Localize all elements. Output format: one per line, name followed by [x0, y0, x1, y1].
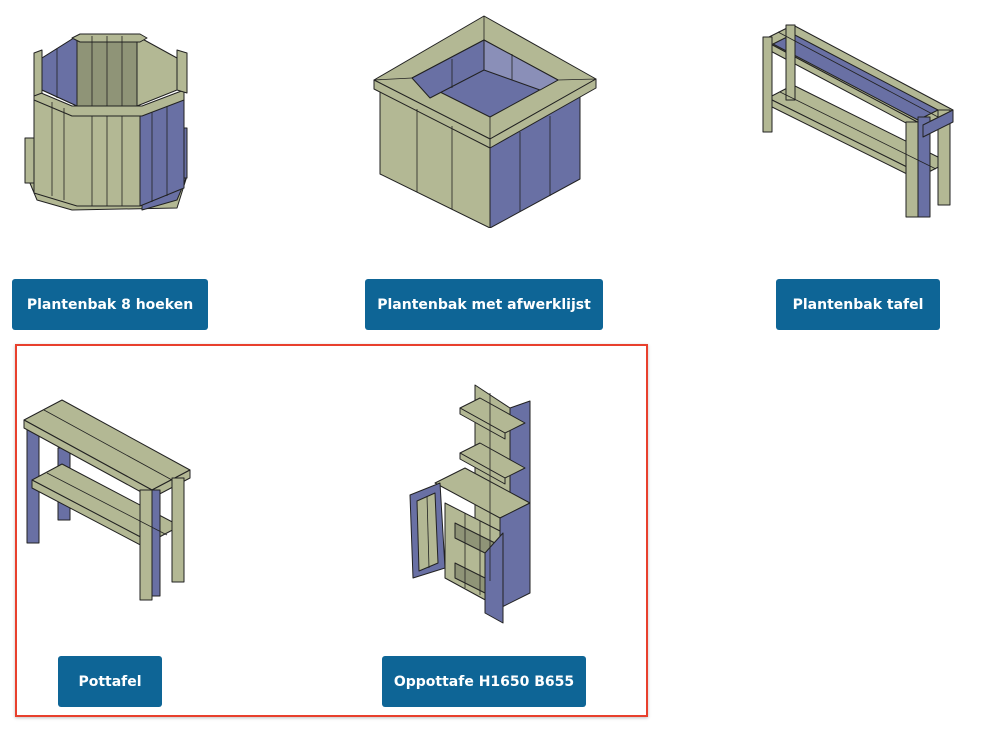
pottafel-button[interactable]: Pottafel	[58, 656, 162, 707]
selection-highlight	[15, 344, 648, 717]
potting-cabinet-illustration[interactable]	[405, 383, 535, 625]
oppottafe-h1650-b655-button[interactable]: Oppottafe H1650 B655	[382, 656, 586, 707]
octagonal-planter-illustration[interactable]	[22, 28, 192, 214]
plantenbak-tafel-button[interactable]: Plantenbak tafel	[776, 279, 940, 330]
square-planter-illustration[interactable]	[372, 14, 598, 228]
planter-table-illustration[interactable]	[758, 22, 954, 222]
potting-table-illustration[interactable]	[22, 398, 192, 602]
plantenbak-8-hoeken-button[interactable]: Plantenbak 8 hoeken	[12, 279, 208, 330]
plantenbak-met-afwerklijst-button[interactable]: Plantenbak met afwerklijst	[365, 279, 603, 330]
